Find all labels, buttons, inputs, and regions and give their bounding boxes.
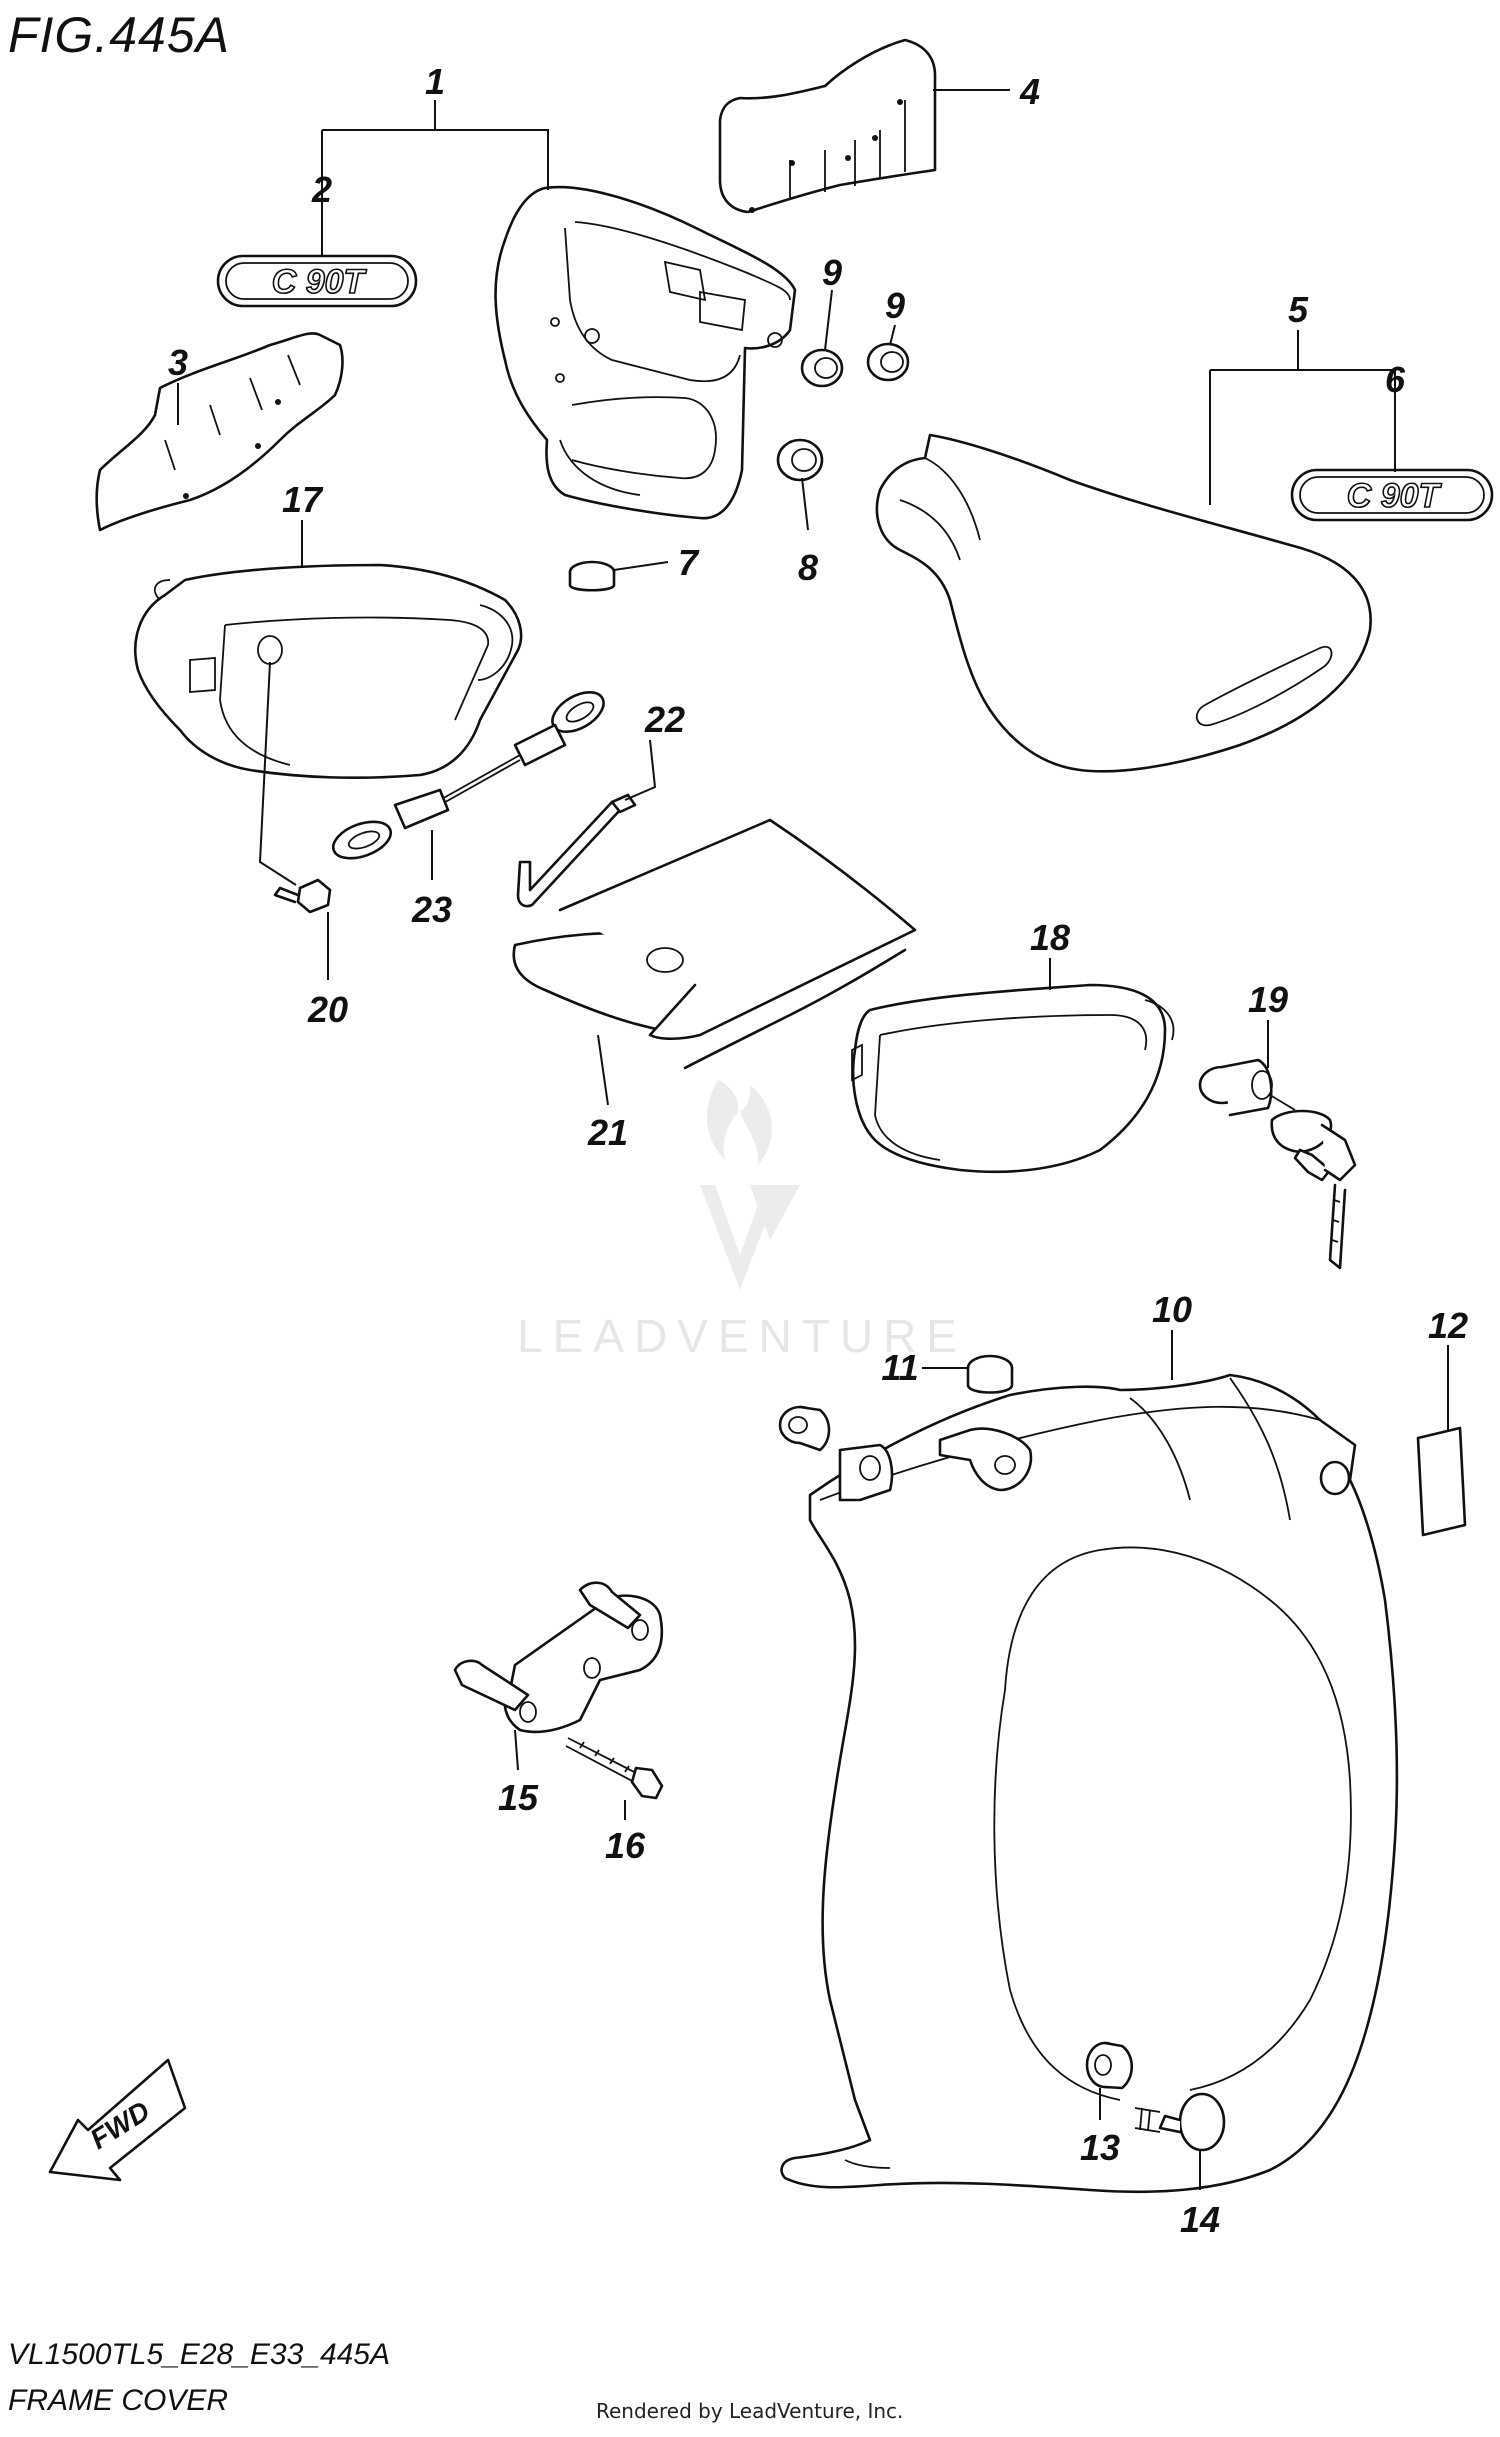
- part-6-emblem[interactable]: C 90T: [1290, 468, 1494, 522]
- callout-21: 21: [587, 1112, 628, 1153]
- fwd-arrow-icon: FWD: [48, 2058, 187, 2182]
- callout-20: 20: [307, 989, 348, 1030]
- part-20-screw[interactable]: [273, 878, 332, 914]
- part-21-tool-bag[interactable]: [512, 818, 917, 1070]
- callout-3: 3: [168, 342, 188, 383]
- part-2-emblem[interactable]: C 90T: [216, 254, 418, 308]
- part-9-grommet[interactable]: [800, 348, 844, 388]
- callout-4: 4: [1019, 71, 1040, 112]
- part-18-cover[interactable]: [851, 983, 1175, 1174]
- callouts: 1 2 3 4 5 6 7 8 9 9 10 11 12 13 14 15 16…: [168, 61, 1468, 2240]
- callout-14: 14: [1180, 2199, 1220, 2240]
- callout-15: 15: [498, 1777, 539, 1818]
- part-3-pad[interactable]: [95, 332, 344, 532]
- rendered-by-credit: Rendered by LeadVenture, Inc.: [596, 2399, 903, 2423]
- part-23-cable[interactable]: [328, 684, 610, 865]
- callout-9b: 9: [885, 285, 905, 326]
- callout-7: 7: [678, 542, 700, 583]
- part-5-right-frame-cover[interactable]: [875, 433, 1372, 773]
- callout-11: 11: [881, 1347, 918, 1388]
- part-13-grommet[interactable]: [1085, 2041, 1134, 2090]
- part-8-grommet[interactable]: [776, 438, 824, 482]
- callout-13: 13: [1080, 2127, 1120, 2168]
- part-7-cushion[interactable]: [568, 560, 616, 592]
- part-11-cushion[interactable]: [778, 1405, 831, 1452]
- part-11-cushion[interactable]: [966, 1354, 1014, 1394]
- part-22-hex-wrench[interactable]: [516, 793, 637, 908]
- part-1-left-frame-cover[interactable]: [494, 185, 797, 520]
- callout-5: 5: [1288, 289, 1309, 330]
- part-15-bracket[interactable]: [453, 1581, 664, 1734]
- figure-title: FIG.445A: [8, 7, 230, 63]
- emblem-text: C 90T: [272, 263, 368, 301]
- callout-1: 1: [425, 61, 445, 102]
- callout-2: 2: [311, 169, 332, 210]
- callout-22: 22: [644, 699, 685, 740]
- section-name: FRAME COVER: [8, 2384, 228, 2417]
- callout-12: 12: [1428, 1305, 1468, 1346]
- callout-18: 18: [1030, 917, 1070, 958]
- part-19-lock-set[interactable]: [1198, 1058, 1357, 1270]
- callout-8: 8: [798, 547, 818, 588]
- part-10-frame-cover[interactable]: [780, 1373, 1399, 2194]
- part-4-left-pad[interactable]: [718, 38, 937, 214]
- callout-9a: 9: [822, 252, 842, 293]
- callout-23: 23: [411, 889, 452, 930]
- callout-19: 19: [1248, 979, 1288, 1020]
- part-17-tool-box[interactable]: [134, 563, 523, 780]
- callout-10: 10: [1152, 1289, 1192, 1330]
- leader-lines: [177, 89, 1449, 2190]
- part-9-grommet[interactable]: [866, 342, 910, 382]
- watermark-logo: [700, 1080, 800, 1290]
- model-code: VL1500TL5_E28_E33_445A: [8, 2338, 390, 2371]
- part-16-bolt[interactable]: [565, 1737, 664, 1800]
- callout-16: 16: [605, 1825, 646, 1866]
- callout-6: 6: [1385, 359, 1406, 400]
- callout-17: 17: [282, 479, 324, 520]
- emblem-text: C 90T: [1347, 477, 1443, 515]
- part-12-label[interactable]: [1416, 1426, 1467, 1537]
- watermark-text: LEADVENTURE: [517, 1310, 967, 1362]
- part-14-screw[interactable]: [1134, 2092, 1226, 2152]
